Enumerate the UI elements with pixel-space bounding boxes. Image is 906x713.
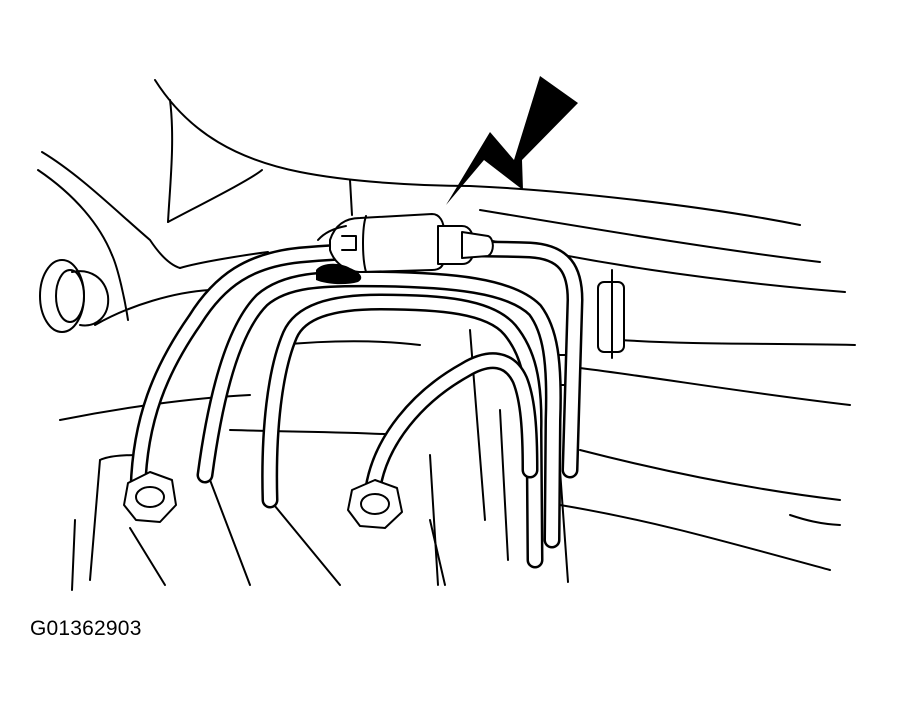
arrow-icon <box>446 76 578 205</box>
figure-id-label: G01362903 <box>30 617 142 640</box>
rubber-grommet <box>39 259 110 333</box>
callout-arrow <box>446 76 578 205</box>
tube-fitting-right <box>347 479 403 529</box>
tube-fitting-left <box>123 471 177 523</box>
brake-lines <box>129 240 584 569</box>
pressure-valve <box>316 213 494 285</box>
